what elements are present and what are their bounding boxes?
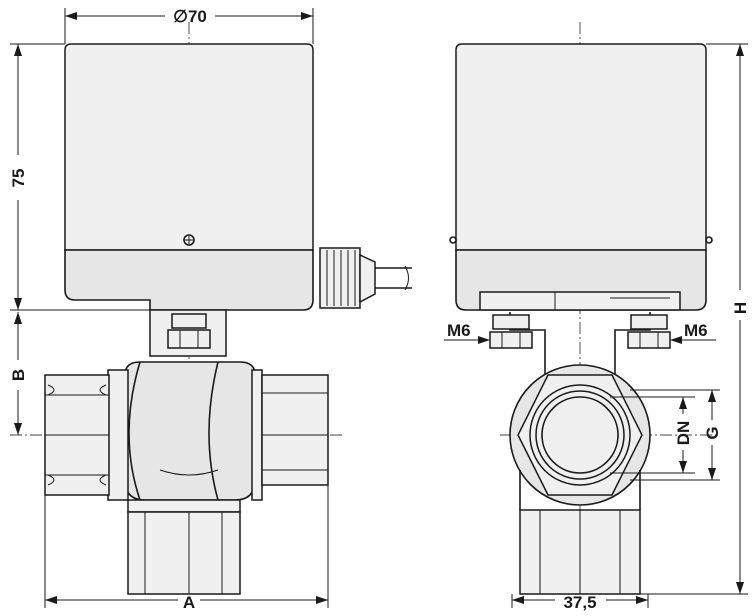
- dim-actuator-height: [10, 43, 150, 311]
- label-m6-left: M6: [447, 321, 471, 340]
- side-port-end-view: [509, 364, 651, 510]
- side-view: M6 M6 DN: [444, 22, 750, 612]
- dim-mount-width: [511, 594, 649, 608]
- side-actuator-cover: [455, 43, 707, 251]
- dim-label-stem-height: B: [9, 369, 28, 381]
- cover-screw-icon: [183, 234, 195, 246]
- dim-label-body-length: A: [183, 593, 195, 612]
- dim-h: [640, 43, 748, 595]
- right-port: [251, 369, 329, 501]
- valve-body: [124, 361, 256, 501]
- dim-label-g: G: [703, 426, 722, 439]
- left-port: [44, 369, 129, 501]
- bottom-port: [127, 499, 241, 595]
- dim-label-h: H: [731, 302, 750, 314]
- dim-g: [630, 389, 720, 481]
- right-mount-nut: [627, 314, 671, 349]
- dim-body-length: [44, 485, 329, 608]
- label-m6-right: M6: [684, 321, 708, 340]
- left-mount-nut: [489, 314, 533, 349]
- dim-diameter: [64, 8, 314, 44]
- side-bottom-port: [519, 509, 641, 595]
- dim-label-diameter: ∅70: [173, 7, 207, 26]
- actuator-base: [64, 249, 314, 311]
- dim-dn: [610, 396, 695, 474]
- dim-label-mount-width: 37,5: [563, 593, 596, 612]
- front-view: ∅70 75 B A: [9, 7, 412, 612]
- dim-label-dn: DN: [674, 421, 693, 446]
- dim-label-actuator-height: 75: [9, 169, 28, 188]
- cable-gland: [319, 247, 412, 309]
- actuator-cover: [64, 43, 314, 251]
- dim-stem-height: [14, 312, 22, 435]
